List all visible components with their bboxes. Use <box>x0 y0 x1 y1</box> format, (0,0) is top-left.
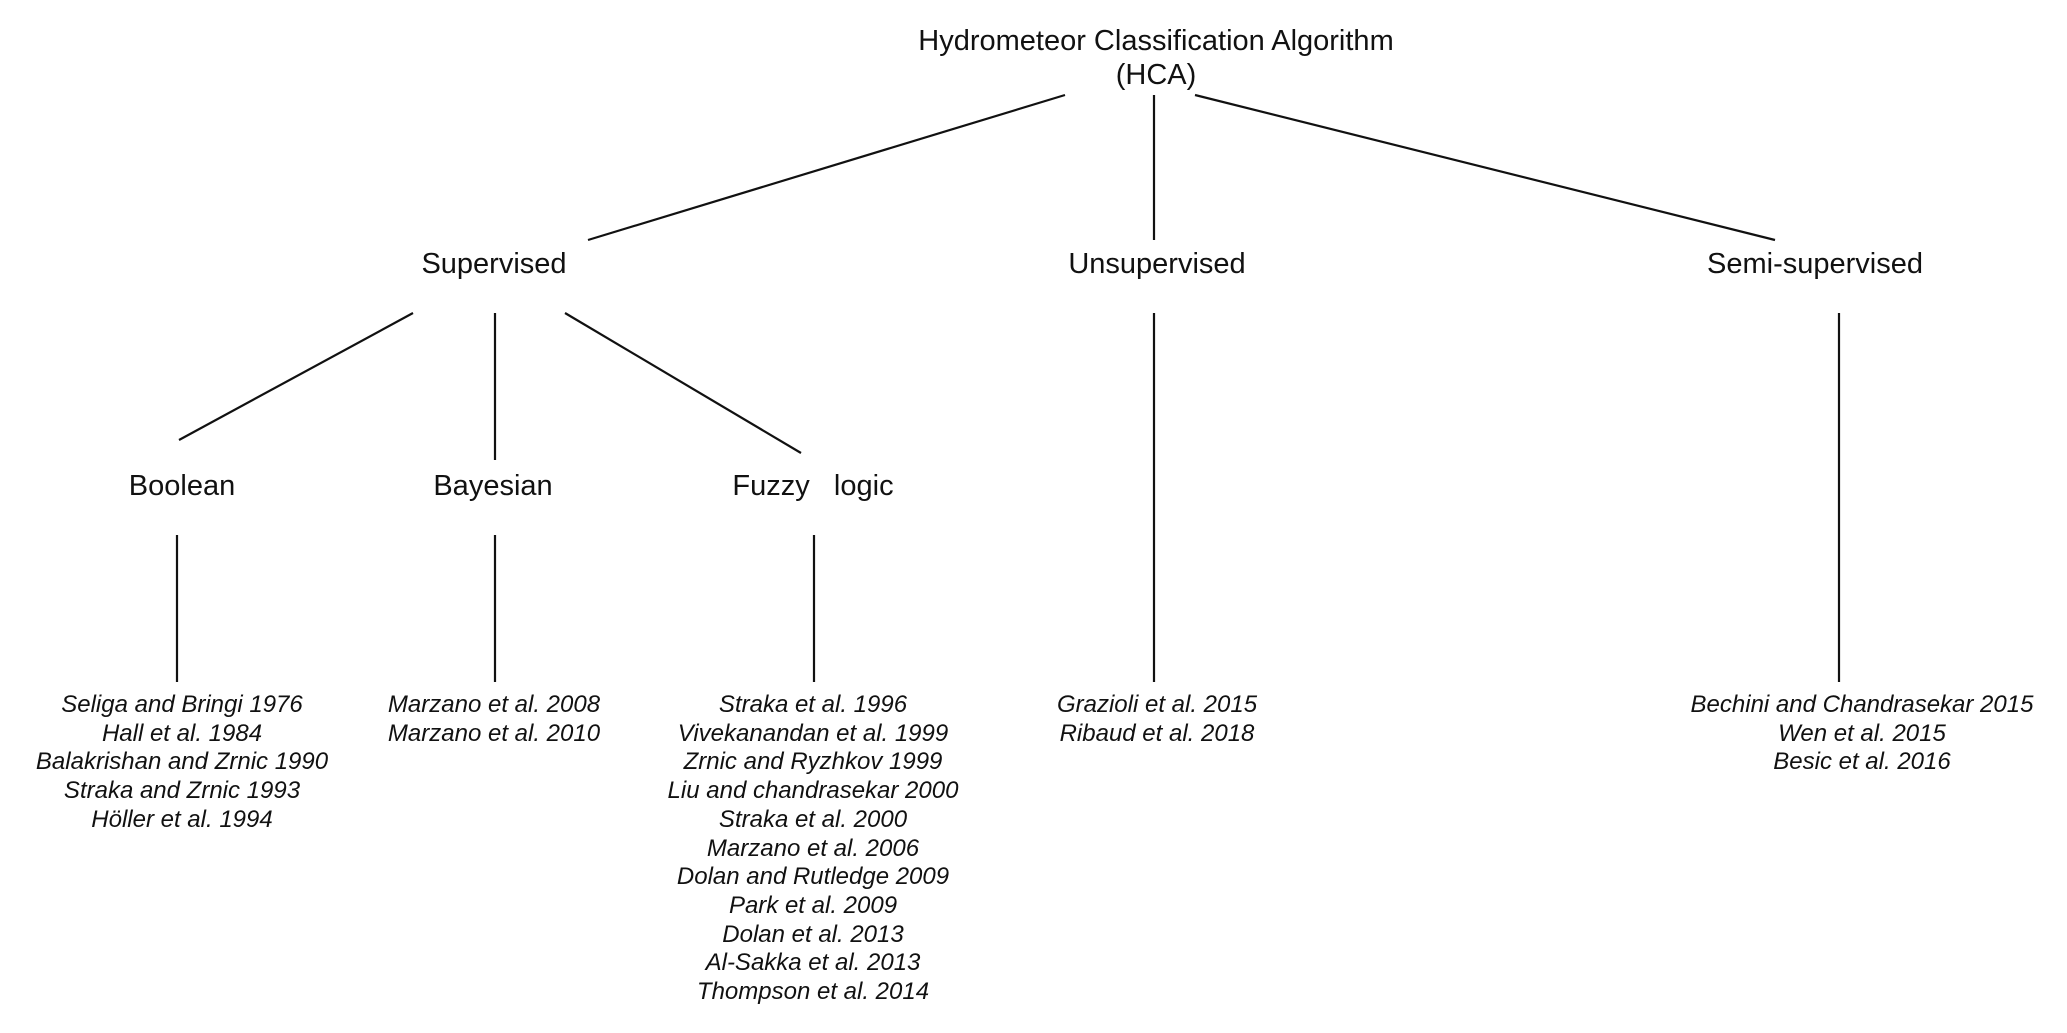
node-fuzzy-logic: Fuzzy logic <box>732 470 894 502</box>
reference-item: Grazioli et al. 2015 <box>1056 691 1258 718</box>
refs-boolean: Seliga and Bringi 1976 Hall et al. 1984 … <box>36 691 328 835</box>
reference-item: Hall et al. 1984 <box>101 719 263 747</box>
reference-item: Straka et al. 2000 <box>718 805 908 833</box>
reference-item: Ribaud et al. 2018 <box>1059 719 1255 747</box>
node-boolean: Boolean <box>128 470 236 502</box>
reference-item: Balakrishan and Zrnic 1990 <box>35 748 329 776</box>
edge-root-semi-supervised <box>1194 93 1776 242</box>
reference-item: Dolan et al. 2013 <box>722 920 904 948</box>
reference-item: Marzano et al. 2006 <box>706 834 920 862</box>
root-node: Hydrometeor Classification Algorithm (HC… <box>918 24 1393 92</box>
node-bayesian: Bayesian <box>433 470 553 502</box>
reference-item: Straka and Zrnic 1993 <box>63 777 301 805</box>
edge-supervised-boolean <box>178 312 414 441</box>
refs-semi-supervised: Bechini and Chandrasekar 2015 Wen et al.… <box>1691 691 2034 777</box>
node-supervised: Supervised <box>421 248 567 280</box>
reference-item: Marzano et al. 2008 <box>387 691 601 718</box>
reference-item: Marzano et al. 2010 <box>387 719 601 747</box>
root-title: Hydrometeor Classification Algorithm <box>918 25 1394 57</box>
reference-item: Liu and chandrasekar 2000 <box>667 777 959 805</box>
refs-fuzzy-logic: Straka et al. 1996 Vivekanandan et al. 1… <box>668 691 959 1007</box>
edge-supervised-fuzzy-logic <box>564 312 802 454</box>
refs-unsupervised: Grazioli et al. 2015 Ribaud et al. 2018 <box>1057 691 1257 748</box>
refs-bayesian: Marzano et al. 2008 Marzano et al. 2010 <box>388 691 600 748</box>
reference-item: Al-Sakka et al. 2013 <box>705 949 921 977</box>
reference-item: Wen et al. 2015 <box>1778 719 1946 747</box>
reference-item: Straka et al. 1996 <box>718 691 908 718</box>
reference-item: Seliga and Bringi 1976 <box>61 691 303 718</box>
node-unsupervised: Unsupervised <box>1068 248 1246 280</box>
reference-item: Bechini and Chandrasekar 2015 <box>1690 691 2034 718</box>
reference-item: Dolan and Rutledge 2009 <box>676 863 950 891</box>
reference-item: Besic et al. 2016 <box>1773 748 1951 776</box>
root-abbreviation: (HCA) <box>1115 59 1197 91</box>
node-semi-supervised: Semi-supervised <box>1707 248 1923 280</box>
reference-item: Zrnic and Ryzhkov 1999 <box>683 748 943 776</box>
reference-item: Park et al. 2009 <box>728 891 898 919</box>
reference-item: Thompson et al. 2014 <box>696 978 930 1006</box>
edge-root-supervised <box>587 93 1066 242</box>
reference-item: Vivekanandan et al. 1999 <box>677 719 949 747</box>
reference-item: Höller et al. 1994 <box>91 805 273 833</box>
